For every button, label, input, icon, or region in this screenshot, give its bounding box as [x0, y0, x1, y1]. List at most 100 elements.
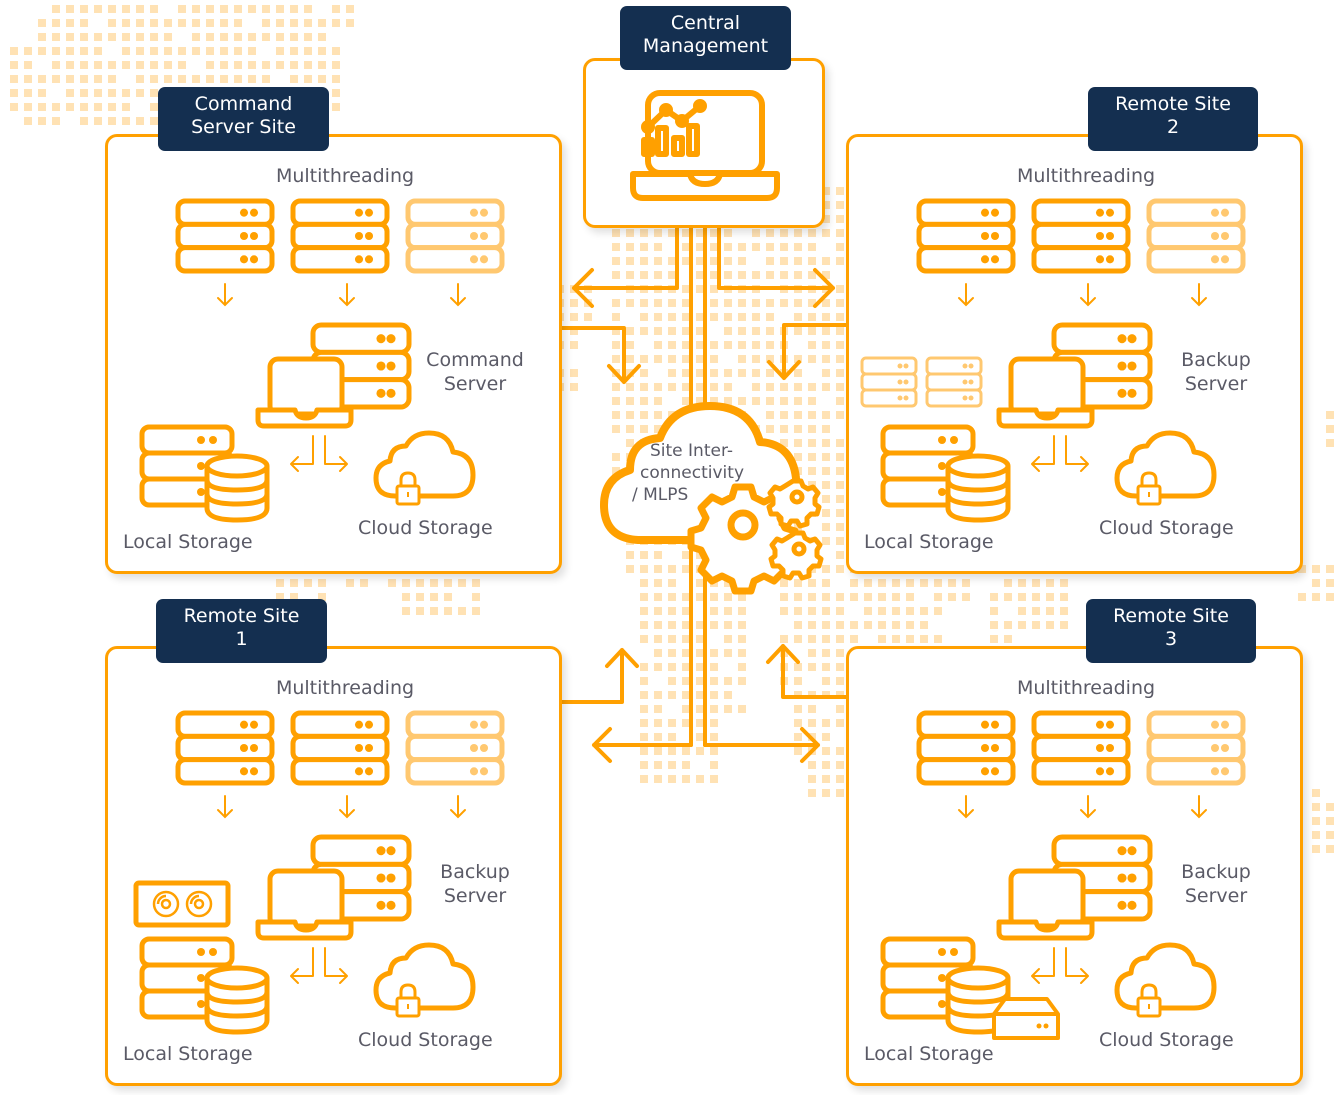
map-dot — [836, 187, 844, 195]
map-dot — [640, 355, 648, 363]
map-dot — [1312, 817, 1320, 825]
server-label-line1: Command — [426, 349, 524, 371]
map-dot — [738, 243, 746, 251]
map-dot — [766, 355, 774, 363]
map-dot — [668, 649, 676, 657]
map-dot — [738, 593, 746, 601]
map-dot — [472, 593, 480, 601]
map-dot — [668, 271, 676, 279]
map-dot — [1046, 579, 1054, 587]
map-dot — [80, 75, 88, 83]
arrow-down-icon — [1191, 283, 1207, 307]
gear-small-bottom-icon — [768, 530, 824, 581]
map-dot — [108, 75, 116, 83]
map-dot — [150, 103, 158, 111]
map-dot — [710, 369, 718, 377]
map-dot — [24, 75, 32, 83]
map-dot — [878, 579, 886, 587]
map-dot — [794, 229, 802, 237]
map-dot — [836, 229, 844, 237]
map-dot — [654, 271, 662, 279]
map-dot — [822, 789, 830, 797]
map-dot — [612, 229, 620, 237]
map-dot — [808, 467, 816, 475]
map-dot — [612, 453, 620, 461]
map-dot — [640, 313, 648, 321]
map-dot — [794, 747, 802, 755]
map-dot — [640, 733, 648, 741]
cloud-lock-icon — [373, 942, 476, 1018]
arrow-to-remote-site-2 — [717, 226, 835, 308]
map-dot — [794, 453, 802, 461]
multithreading-label: Multithreading — [275, 677, 415, 699]
map-dot — [612, 411, 620, 419]
map-dot — [220, 19, 228, 27]
map-dot — [150, 47, 158, 55]
map-dot — [640, 551, 648, 559]
arrow-down-icon — [450, 283, 466, 307]
arrow-down-icon — [339, 795, 355, 819]
map-dot — [780, 397, 788, 405]
map-dot — [612, 271, 620, 279]
map-dot — [584, 313, 592, 321]
laptop-server-icon — [996, 834, 1153, 941]
map-dot — [640, 677, 648, 685]
map-dot — [640, 299, 648, 307]
map-dot — [794, 369, 802, 377]
map-dot — [682, 719, 690, 727]
map-dot — [808, 313, 816, 321]
local-storage-icon — [880, 424, 1011, 523]
map-dot — [682, 565, 690, 573]
map-dot — [94, 89, 102, 97]
map-dot — [248, 75, 256, 83]
map-dot — [794, 579, 802, 587]
map-dot — [654, 635, 662, 643]
map-dot — [738, 313, 746, 321]
map-dot — [234, 75, 242, 83]
map-dot — [822, 649, 830, 657]
map-dot — [304, 33, 312, 41]
map-dot — [682, 369, 690, 377]
map-dot — [612, 299, 620, 307]
map-dot — [52, 5, 60, 13]
map-dot — [654, 551, 662, 559]
hub-line2: connectivity — [640, 463, 745, 483]
map-dot — [696, 649, 704, 657]
map-dot — [1312, 789, 1320, 797]
map-dot — [318, 579, 326, 587]
map-dot — [654, 663, 662, 671]
map-dot — [192, 19, 200, 27]
map-dot — [738, 649, 746, 657]
map-dot — [710, 663, 718, 671]
map-dot — [724, 243, 732, 251]
map-dot — [654, 383, 662, 391]
map-dot — [808, 705, 816, 713]
map-dot — [920, 621, 928, 629]
map-dot — [290, 579, 298, 587]
map-dot — [766, 243, 774, 251]
map-dot — [80, 47, 88, 55]
map-dot — [668, 733, 676, 741]
map-dot — [640, 425, 648, 433]
map-dot — [822, 719, 830, 727]
map-dot — [640, 635, 648, 643]
map-dot — [836, 649, 844, 657]
map-dot — [696, 341, 704, 349]
map-dot — [1060, 579, 1068, 587]
map-dot — [290, 593, 298, 601]
map-dot — [836, 761, 844, 769]
hub-label: Site Inter- connectivity / MLPS — [632, 440, 744, 506]
map-dot — [682, 691, 690, 699]
map-dot — [808, 663, 816, 671]
map-dot — [38, 103, 46, 111]
map-dot — [1312, 845, 1320, 853]
server-label-line1: Backup — [440, 861, 510, 883]
map-dot — [24, 117, 32, 125]
map-dot — [1004, 579, 1012, 587]
map-dot — [710, 383, 718, 391]
map-dot — [52, 103, 60, 111]
arrow-command-site-to-hub — [559, 326, 641, 384]
map-dot — [654, 425, 662, 433]
map-dot — [752, 271, 760, 279]
map-dot — [836, 313, 844, 321]
